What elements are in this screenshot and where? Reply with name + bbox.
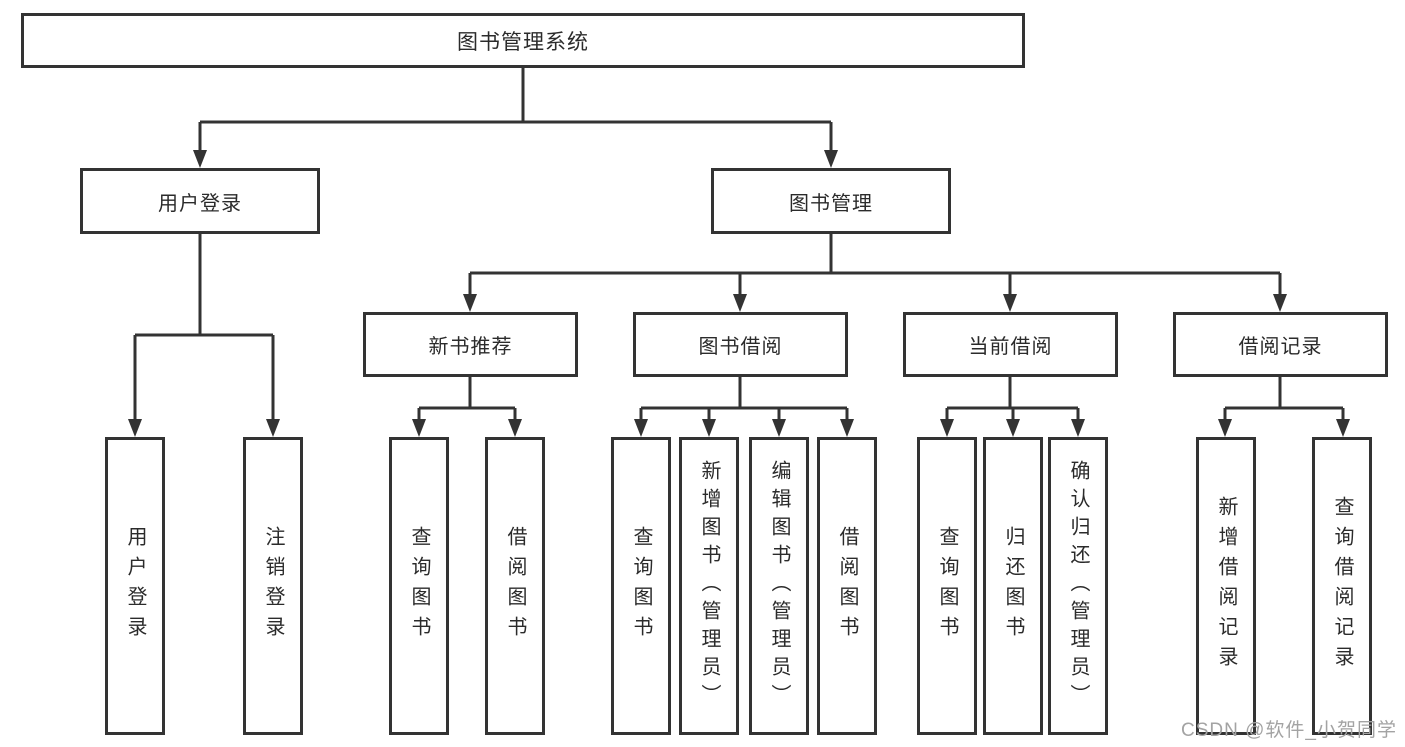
arrow-icon [733,294,747,312]
leaf-add-borrow-record: 新增借阅记录 [1196,437,1256,735]
arrow-icon [1071,419,1085,437]
arrow-icon [1273,294,1287,312]
node-label: 图书管理 [789,192,873,215]
node-label: 借阅记录 [1238,336,1323,358]
arrow-icon [634,419,648,437]
connector-user-login-to-leaves [133,232,275,421]
leaf-label: 注销登录 [262,526,284,646]
leaf-label: 查询图书 [630,526,652,646]
leaf-edit-book-admin: 编辑图书（管理员） [749,437,809,735]
leaf-label: 查询借阅记录 [1331,496,1353,676]
node-label: 图书借阅 [698,336,783,358]
node-book-borrow: 图书借阅 [633,312,848,377]
leaf-return-books: 归还图书 [983,437,1043,735]
arrow-icon [1218,419,1232,437]
leaf-query-borrow-record: 查询借阅记录 [1312,437,1372,735]
leaf-label: 编辑图书（管理员） [768,460,790,712]
csdn-watermark: CSDN @软件_小贺同学 [1181,720,1397,741]
leaf-label: 新增图书（管理员） [698,460,720,712]
connector-book-mgmt-to-level3 [468,232,1282,296]
leaf-borrow-books-recommend: 借阅图书 [485,437,545,735]
arrow-icon [702,419,716,437]
connector-borrow-record-to-leaves [1223,375,1345,421]
arrow-icon [1006,419,1020,437]
leaf-user-login: 用户登录 [105,437,165,735]
leaf-label: 查询图书 [408,526,430,646]
arrow-icon [1003,294,1017,312]
connector-current-borrow-to-leaves [945,375,1080,421]
leaf-label: 新增借阅记录 [1215,496,1237,676]
node-new-book-recommend: 新书推荐 [363,312,578,377]
arrow-icon [940,419,954,437]
leaf-logout-login: 注销登录 [243,437,303,735]
leaf-label: 归还图书 [1002,526,1024,646]
node-label: 用户登录 [158,192,242,215]
node-current-borrow: 当前借阅 [903,312,1118,377]
arrow-icon [412,419,426,437]
leaf-query-books-recommend: 查询图书 [389,437,449,735]
leaf-borrow-books-borrow: 借阅图书 [817,437,877,735]
arrow-icon [508,419,522,437]
leaf-label: 借阅图书 [504,526,526,646]
arrow-icon [128,419,142,437]
node-root-library-system: 图书管理系统 [21,13,1025,68]
arrow-icon [840,419,854,437]
arrow-icon [193,150,207,168]
connector-root-to-level2 [198,66,833,152]
leaf-confirm-return-admin: 确认归还（管理员） [1048,437,1108,735]
leaf-query-books-borrow: 查询图书 [611,437,671,735]
leaf-label: 借阅图书 [836,526,858,646]
node-label: 新书推荐 [428,336,513,358]
node-book-management: 图书管理 [711,168,951,234]
leaf-query-books-current: 查询图书 [917,437,977,735]
node-borrow-records: 借阅记录 [1173,312,1388,377]
leaf-label: 查询图书 [936,526,958,646]
node-label: 当前借阅 [968,336,1053,358]
node-user-login: 用户登录 [80,168,320,234]
connector-book-borrow-to-leaves [639,375,849,421]
arrow-icon [824,150,838,168]
connector-new-book-rec-to-leaves [417,375,517,421]
arrow-icon [266,419,280,437]
arrow-icon [772,419,786,437]
leaf-label: 用户登录 [124,526,146,646]
node-label: 图书管理系统 [457,30,589,54]
arrow-icon [463,294,477,312]
arrow-icon [1336,419,1350,437]
leaf-add-book-admin: 新增图书（管理员） [679,437,739,735]
leaf-label: 确认归还（管理员） [1067,460,1089,712]
